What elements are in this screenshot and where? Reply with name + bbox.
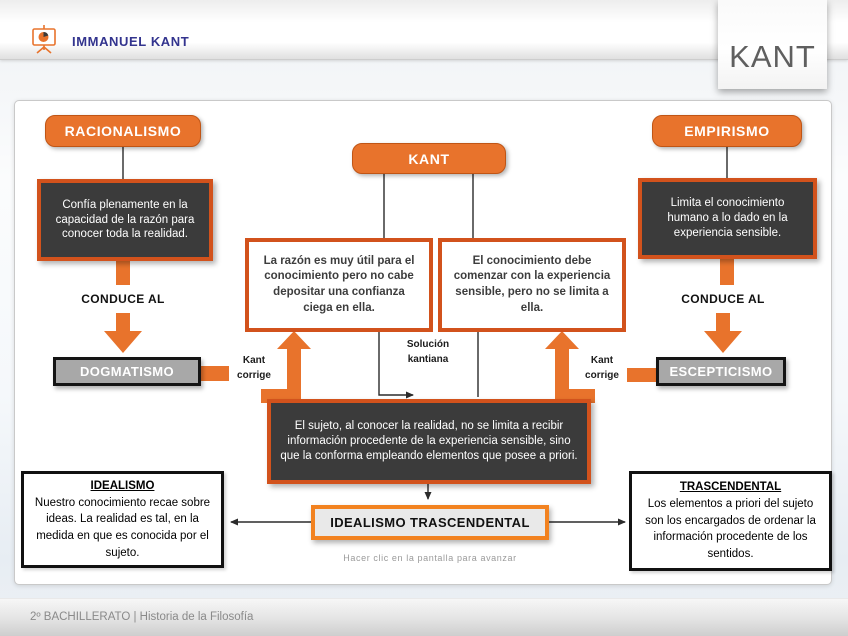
empirismo-desc: Limita el conocimiento humano a lo dado … bbox=[667, 197, 788, 239]
kant-corrige-right: Kant corrige bbox=[585, 355, 619, 381]
kant-corrige-left: Kant corrige bbox=[237, 355, 271, 381]
racionalismo-label: RACIONALISMO bbox=[64, 123, 182, 139]
empirismo-box: EMPIRISMO bbox=[652, 115, 802, 147]
trascendental-desc: Los elementos a priori del sujeto son lo… bbox=[645, 498, 816, 561]
sintesis-box: El sujeto, al conocer la realidad, no se… bbox=[267, 399, 591, 484]
racionalismo-desc-box: Confía plenamente en la capacidad de la … bbox=[37, 179, 213, 261]
idealismo-title: IDEALISMO bbox=[90, 479, 155, 492]
escepticismo-box: ESCEPTICISMO bbox=[656, 357, 786, 386]
dogmatismo-label: DOGMATISMO bbox=[79, 364, 175, 379]
slide-canvas[interactable]: RACIONALISMO KANT EMPIRISMO Confía plena… bbox=[14, 100, 832, 585]
idealismo-box: IDEALISMO Nuestro conocimiento recae sob… bbox=[21, 471, 224, 568]
presentation-icon bbox=[30, 24, 58, 59]
idealismo-trascendental-box: IDEALISMO TRASCENDENTAL bbox=[311, 505, 549, 540]
racionalismo-box: RACIONALISMO bbox=[45, 115, 201, 147]
conduce-al-right: CONDUCE AL bbox=[681, 292, 765, 306]
kant-experiencia-box: El conocimiento debe comenzar con la exp… bbox=[438, 238, 626, 332]
idealismo-desc: Nuestro conocimiento recae sobre ideas. … bbox=[34, 496, 211, 559]
dogmatismo-box: DOGMATISMO bbox=[53, 357, 201, 386]
kant-box: KANT bbox=[352, 143, 506, 174]
presentation-title: IMMANUEL KANT bbox=[72, 34, 190, 49]
empirismo-desc-box: Limita el conocimiento humano a lo dado … bbox=[638, 178, 817, 259]
solucion-kantiana-label: Solución kantiana bbox=[406, 339, 450, 365]
racionalismo-desc: Confía plenamente en la capacidad de la … bbox=[55, 198, 195, 241]
kant-experiencia-text: El conocimiento debe comenzar con la exp… bbox=[453, 254, 611, 314]
kant-razon-box: La razón es muy útil para el conocimient… bbox=[245, 238, 433, 332]
advance-hint: Hacer clic en la pantalla para avanzar bbox=[343, 553, 517, 563]
sintesis-text: El sujeto, al conocer la realidad, no se… bbox=[280, 420, 578, 462]
empirismo-label: EMPIRISMO bbox=[684, 123, 770, 139]
kant-razon-text: La razón es muy útil para el conocimient… bbox=[263, 254, 415, 314]
conduce-al-left: CONDUCE AL bbox=[81, 292, 165, 306]
idealismo-trascendental-label: IDEALISMO TRASCENDENTAL bbox=[330, 515, 530, 530]
course-label: 2º BACHILLERATO | Historia de la Filosof… bbox=[30, 611, 254, 623]
trascendental-title: TRASCENDENTAL bbox=[679, 481, 782, 494]
trascendental-box: TRASCENDENTAL Los elementos a priori del… bbox=[629, 471, 832, 571]
escepticismo-label: ESCEPTICISMO bbox=[669, 364, 773, 379]
corner-title-card: KANT bbox=[718, 0, 827, 89]
corner-title: KANT bbox=[729, 39, 816, 74]
header-bar: IMMANUEL KANT bbox=[0, 0, 848, 60]
footer-bar: 2º BACHILLERATO | Historia de la Filosof… bbox=[0, 598, 848, 636]
kant-label: KANT bbox=[408, 150, 450, 167]
